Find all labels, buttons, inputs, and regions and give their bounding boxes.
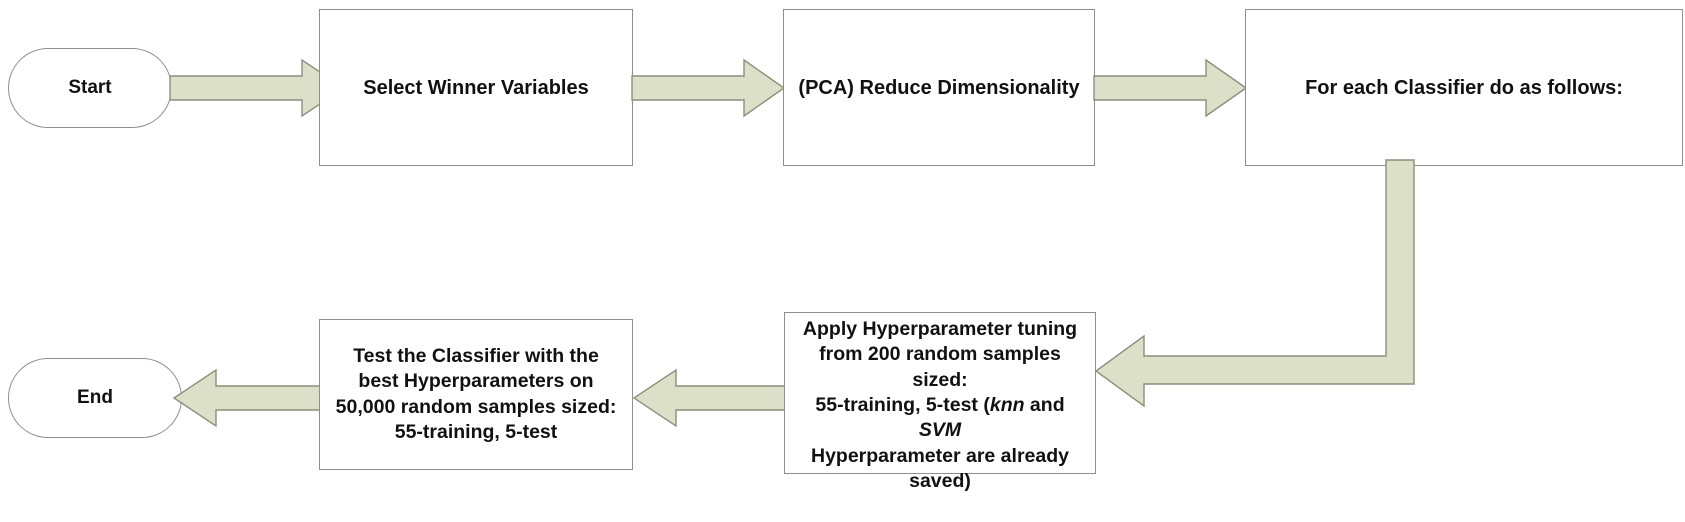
apply-line-5: saved) — [909, 470, 971, 493]
node-apply-hyperparameter-tuning-label: Apply Hyperparameter tuning from 200 ran… — [797, 292, 1083, 495]
apply-line-3-italic-knn: knn — [989, 394, 1025, 416]
node-for-each-classifier[interactable]: For each Classifier do as follows: — [1245, 9, 1683, 166]
node-start[interactable]: Start — [8, 48, 172, 128]
node-for-each-classifier-label: For each Classifier do as follows: — [1305, 76, 1623, 99]
connector-apply-to-test — [632, 368, 787, 428]
arrow-right-glyph-3 — [1093, 58, 1248, 118]
node-apply-hyperparameter-tuning[interactable]: Apply Hyperparameter tuning from 200 ran… — [784, 312, 1096, 492]
node-end-label: End — [77, 386, 113, 408]
connector-pca-to-foreach — [1093, 58, 1248, 118]
node-pca-label: (PCA) Reduce Dimensionality — [798, 76, 1080, 99]
node-test-classifier-label: Test the Classifier with the best Hyperp… — [335, 344, 617, 443]
apply-line-4: Hyperparameter are already — [811, 444, 1069, 467]
node-test-classifier[interactable]: Test the Classifier with the best Hyperp… — [319, 319, 633, 470]
apply-line-1: Apply Hyperparameter tuning — [802, 317, 1078, 340]
arrow-elbow-down-left-glyph — [1094, 159, 1415, 408]
connector-select-to-pca — [631, 58, 786, 118]
node-pca-reduce-dimensionality[interactable]: (PCA) Reduce Dimensionality — [783, 9, 1095, 166]
arrow-left-glyph-2 — [632, 368, 787, 428]
arrow-right-glyph-1 — [169, 58, 346, 118]
node-select-winner-variables-label: Select Winner Variables — [363, 76, 589, 99]
connector-foreach-to-apply — [1090, 159, 1430, 412]
apply-line-3b: and — [1024, 394, 1065, 416]
node-start-label: Start — [68, 76, 112, 98]
arrow-right-glyph-2 — [631, 58, 786, 118]
apply-line-2: from 200 random samples sized: — [819, 343, 1061, 391]
node-select-winner-variables[interactable]: Select Winner Variables — [319, 9, 633, 166]
node-end[interactable]: End — [8, 358, 182, 438]
apply-line-3a: 55-training, 5-test ( — [815, 394, 990, 416]
apply-line-3-italic-svm: SVM — [918, 419, 962, 442]
